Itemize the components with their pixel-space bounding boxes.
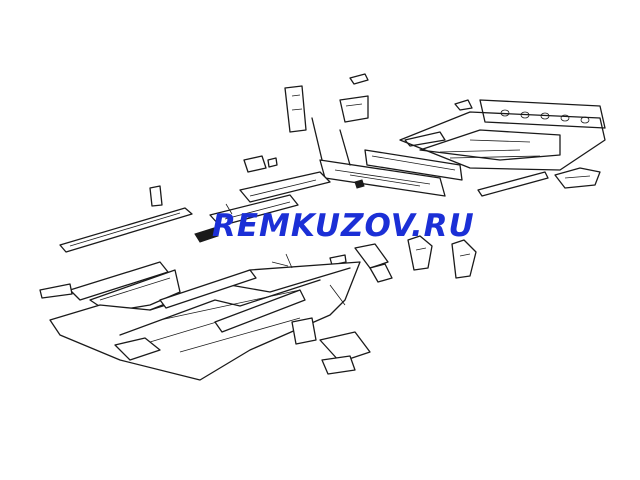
longitudinal-rail-center <box>194 171 331 243</box>
seat-mounting-brackets <box>329 243 393 283</box>
rear-floor-pan <box>399 99 606 171</box>
rear-crossmember-beam <box>319 149 463 197</box>
sill-reinforcement <box>59 185 193 253</box>
front-floor-pan <box>49 261 361 381</box>
leader-lines <box>225 203 346 306</box>
rear-small-brackets <box>477 167 601 197</box>
jack-point-brackets <box>407 235 477 279</box>
floor-small-brackets <box>114 317 371 375</box>
longitudinal-rail-left <box>39 261 181 313</box>
watermark-text: REMKUZOV.RU <box>212 208 475 244</box>
upper-brackets <box>243 73 369 173</box>
